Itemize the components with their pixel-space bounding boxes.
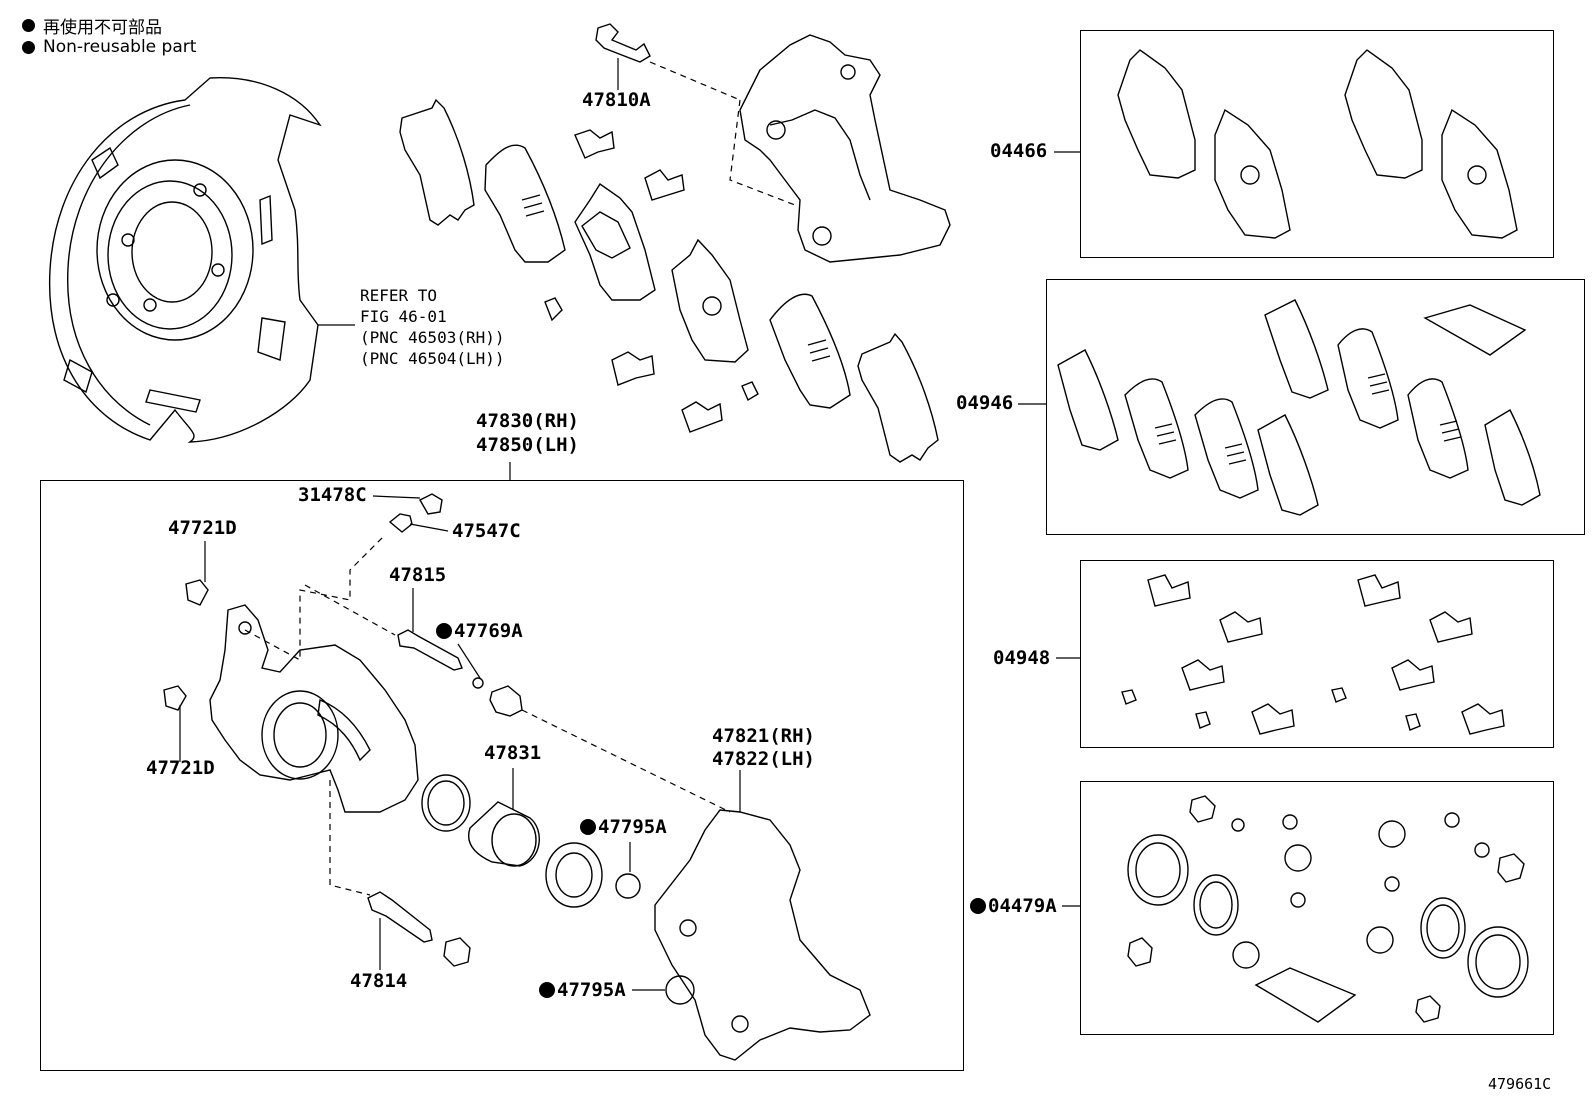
part-label-47831[interactable]: 47831: [484, 742, 542, 764]
part-number-text: 04479A: [988, 895, 1057, 917]
part-number-text: 47795A: [598, 816, 667, 838]
part-label-47721D-top[interactable]: 47721D: [168, 517, 237, 539]
part-label-47547C[interactable]: 47547C: [452, 520, 521, 542]
kit-04479A-drawing: [1127, 795, 1529, 1023]
legend-chinese-text: 再使用不可部品: [43, 18, 162, 38]
kit-label-04948[interactable]: 04948: [993, 647, 1051, 669]
non-reusable-dot-icon: [539, 982, 555, 998]
upper-bracket-drawing: [595, 23, 951, 263]
refer-note-line3: (PNC 46503(RH)): [360, 328, 505, 347]
part-label-47821-rh[interactable]: 47821(RH): [712, 725, 815, 747]
part-label-47814[interactable]: 47814: [350, 970, 408, 992]
part-label-47850-lh[interactable]: 47850(LH): [476, 434, 579, 456]
refer-note-line4: (PNC 46504(LH)): [360, 349, 505, 368]
part-number-text: 47795A: [557, 979, 626, 1001]
part-label-47795A-bottom[interactable]: 47795A: [539, 979, 626, 1001]
refer-note-line1: REFER TO: [360, 286, 438, 305]
kit-label-04479A[interactable]: 04479A: [970, 895, 1057, 917]
kit-box-04948: [1080, 560, 1554, 748]
kit-box-04946: [1046, 279, 1585, 535]
filled-dot-icon: [22, 40, 35, 54]
part-number-text: 47769A: [454, 620, 523, 642]
legend-non-reusable-english: Non-reusable part: [22, 37, 196, 57]
part-label-47815[interactable]: 47815: [389, 564, 447, 586]
part-label-47769A[interactable]: 47769A: [436, 620, 523, 642]
part-label-47810A[interactable]: 47810A: [582, 89, 651, 111]
part-label-47721D-bottom[interactable]: 47721D: [146, 757, 215, 779]
non-reusable-dot-icon: [436, 623, 452, 639]
caliper-body-drawing: [163, 493, 871, 1061]
part-label-31478C[interactable]: 31478C: [298, 484, 367, 506]
kit-04948-drawing: [1121, 574, 1505, 735]
caliper-assembly-box: [40, 480, 964, 1071]
part-label-47795A-mid[interactable]: 47795A: [580, 816, 667, 838]
part-label-47822-lh[interactable]: 47822(LH): [712, 748, 815, 770]
figure-code: 479661C: [1488, 1075, 1552, 1093]
dust-shield-drawing: [48, 77, 322, 443]
kit-box-04466: [1080, 30, 1554, 258]
kit-box-04479A: [1080, 781, 1554, 1035]
kit-04466-drawing: [1117, 49, 1518, 239]
kit-04946-drawing: [1057, 299, 1541, 516]
upper-pads-drawing: [399, 98, 939, 463]
refer-note-line2: FIG 46-01: [360, 307, 447, 326]
kit-label-04946[interactable]: 04946: [956, 392, 1014, 414]
part-label-47830-rh[interactable]: 47830(RH): [476, 410, 579, 432]
legend-english-text: Non-reusable part: [43, 37, 197, 57]
non-reusable-dot-icon: [970, 898, 986, 914]
legend-non-reusable-chinese: 再使用不可部品: [22, 13, 162, 38]
leader-lines: [179, 58, 1080, 991]
kit-label-04466[interactable]: 04466: [990, 140, 1048, 162]
non-reusable-dot-icon: [580, 819, 596, 835]
filled-dot-icon: [22, 19, 35, 32]
